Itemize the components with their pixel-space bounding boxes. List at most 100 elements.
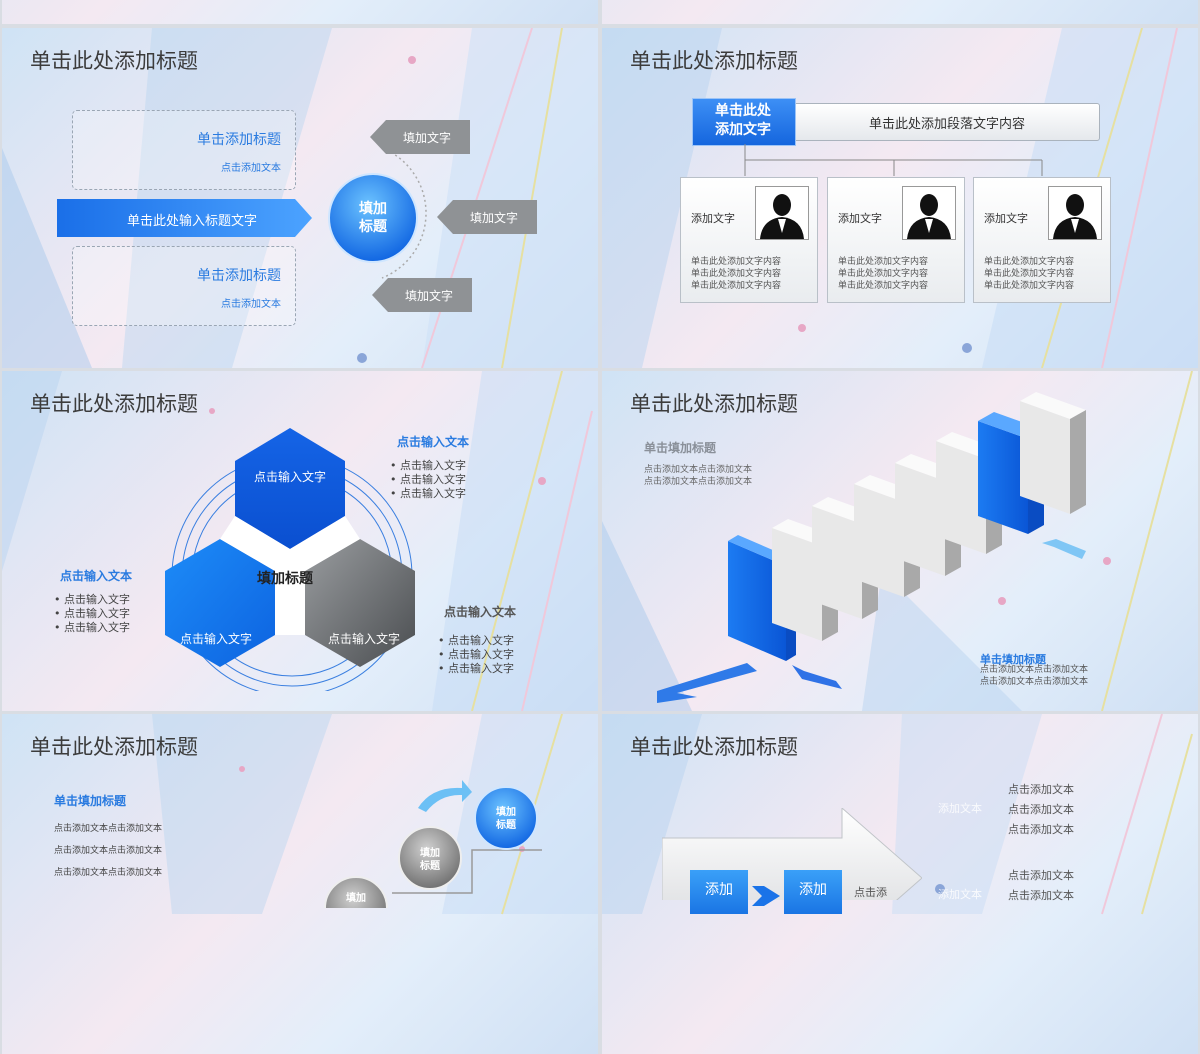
list-item: 点击输入文字 [54,621,130,635]
ball-top-label[interactable]: 填加 标题 [496,807,516,831]
header-text-bar[interactable] [792,103,1100,141]
text-line: 点击添加文本 [1008,823,1074,836]
gray-tag-1[interactable]: 填加文字 [402,131,451,145]
slide-1[interactable]: 单击此处添加标题 单击添加标题 点击添加文本 单击添加标题 点击添加文本 单击此… [2,28,598,368]
text-line: 点击添加文本 [1008,803,1074,816]
slide-title: 单击此处添加标题 [30,735,198,759]
profile-card[interactable]: 添加文字 单击此处添加文字内容 单击此处添加文字内容 单击此处添加文字内容 [973,177,1111,303]
card-lines: 单击此处添加文字内容 单击此处添加文字内容 单击此处添加文字内容 [691,256,781,292]
list-item: 点击输入文字 [390,473,466,487]
card-line: 单击此处添加文字内容 [838,281,929,291]
text-box-bottom[interactable]: 单击添加标题 点击添加文本 [72,246,296,326]
left-block-title: 单击填加标题 [54,794,127,808]
hexagon-diagram [165,428,415,691]
step-arrow-icon [752,886,780,906]
list-item: 点击输入文字 [438,648,514,662]
hex-center-label[interactable]: 填加标题 [257,571,313,587]
blue-step-button[interactable]: 添加 [690,870,748,914]
list-item: 点击输入文字 [54,593,130,607]
right-lines-bottom: 点击添加文本 点击添加文本 [1008,866,1074,906]
card-line: 单击此处添加文字内容 [984,257,1075,267]
ball-mid-label[interactable]: 填加 标题 [420,848,440,872]
hex-top-label[interactable]: 点击输入文字 [254,470,327,484]
group-list: 点击输入文字 点击输入文字 点击输入文字 [438,634,514,676]
person-icon [907,194,951,239]
person-avatar [902,186,956,240]
gray-tag-shape [372,278,472,312]
card-label: 添加文字 [984,212,1028,225]
gray-tag-shape [437,200,537,234]
group-title: 点击输入文本 [444,605,517,619]
text-line: 点击添加文本 [1008,889,1074,902]
center-circle-label[interactable]: 填加 标题 [359,201,387,235]
card-line: 单击此处添加文字内容 [838,269,929,279]
person-avatar [1048,186,1102,240]
text-line: 点击添加文本 [1008,783,1074,796]
card-lines: 单击此处添加文字内容 单击此处添加文字内容 单击此处添加文字内容 [984,256,1074,292]
list-item: 点击输入文字 [438,634,514,648]
top-block-title: 单击填加标题 [644,441,717,455]
card-lines: 单击此处添加文字内容 单击此处添加文字内容 单击此处添加文字内容 [838,256,928,292]
background-pattern [602,371,1193,711]
list-item: 点击输入文字 [438,662,514,676]
card-line: 单击此处添加文字内容 [838,257,929,267]
text-line: 点击添加文本点击添加文本 [54,846,163,856]
text-line: 点击添加文本点击添加文本 [980,677,1089,687]
slide-strip-right [602,0,1198,24]
profile-card[interactable]: 添加文字 单击此处添加文字内容 单击此处添加文字内容 单击此处添加文字内容 [827,177,965,303]
profile-card[interactable]: 添加文字 单击此处添加文字内容 单击此处添加文字内容 单击此处添加文字内容 [680,177,818,303]
box-title: 单击添加标题 [197,268,281,284]
connector-lines [744,144,1043,176]
card-line: 单击此处添加文字内容 [984,269,1075,279]
faint-label: 添加文本 [938,888,982,901]
hex-left-label[interactable]: 点击输入文字 [180,632,253,646]
background-pattern [2,371,598,711]
top-block-lines: 点击添加文本点击添加文本 点击添加文本点击添加文本 [644,464,752,488]
gray-tag-3[interactable]: 填加文字 [404,289,453,303]
text-line: 点击添加文本点击添加文本 [980,665,1089,675]
box-subtitle: 点击添加文本 [221,163,281,174]
blue-arrow-banner [57,199,312,237]
box-subtitle: 点击添加文本 [221,299,281,310]
group-list: 点击输入文字 点击输入文字 点击输入文字 [390,459,466,501]
text-line: 点击添加文本点击添加文本 [644,465,753,475]
slide-6[interactable]: 单击此处添加标题 点击添加文本 点击添加文本 点击添加文本 添加文本 点击添加文… [602,714,1198,1054]
slide-5[interactable]: 单击此处添加标题 单击填加标题 点击添加文本点击添加文本 点击添加文本点击添加文… [2,714,598,1054]
slide-title: 单击此处添加标题 [630,735,798,759]
text-box-top[interactable]: 单击添加标题 点击添加文本 [72,110,296,190]
list-item: 点击输入文字 [54,607,130,621]
right-lines-top: 点击添加文本 点击添加文本 点击添加文本 [1008,780,1074,840]
hex-right-label[interactable]: 点击输入文字 [328,632,401,646]
blue-step-button[interactable]: 添加 [784,870,842,914]
background-pattern [602,714,1193,915]
arrow-banner-text[interactable]: 单击此处输入标题文字 [127,214,258,229]
slide-4[interactable]: 单击此处添加标题 单击填加标题 点击添加文本点击添加文本 点击添加文本点击添加文… [602,371,1198,711]
person-avatar [755,186,809,240]
header-text: 单击此处添加段落文字内容 [868,117,1025,132]
list-item: 点击输入文字 [390,459,466,473]
step-diagram [324,780,542,908]
gray-tag-shape [370,120,470,154]
list-item: 点击输入文字 [390,487,466,501]
group-list: 点击输入文字 点击输入文字 点击输入文字 [54,593,130,635]
group-title: 点击输入文本 [397,435,470,449]
slide-3[interactable]: 单击此处添加标题 填加标题 点击输入文字 点击输入文字 点击输入文字 点击输入文… [2,371,598,711]
slide-2[interactable]: 单击此处添加标题 单击此处添加段落文字内容 单击此处 添加文字 添加文字 单击此… [602,28,1198,368]
header-blue-tag[interactable] [692,98,796,146]
gray-tag-2[interactable]: 填加文字 [469,211,518,225]
slide-title: 单击此处添加标题 [30,49,198,73]
card-line: 单击此处添加文字内容 [691,281,782,291]
3d-blocks [728,392,1086,661]
card-label: 添加文字 [838,212,882,225]
step-tail-text: 点击添 [854,886,887,899]
ball-low-label[interactable]: 填加 [346,893,366,904]
text-line: 点击添加文本 [1008,869,1074,882]
group-title: 点击输入文本 [60,569,133,583]
faint-label: 添加文本 [938,802,982,815]
person-icon [760,194,804,239]
left-block-lines: 点击添加文本点击添加文本 点击添加文本点击添加文本 点击添加文本点击添加文本 [54,818,162,884]
person-icon [1053,194,1097,239]
card-line: 单击此处添加文字内容 [984,281,1075,291]
text-line: 点击添加文本点击添加文本 [54,824,163,834]
text-line: 点击添加文本点击添加文本 [644,477,753,487]
